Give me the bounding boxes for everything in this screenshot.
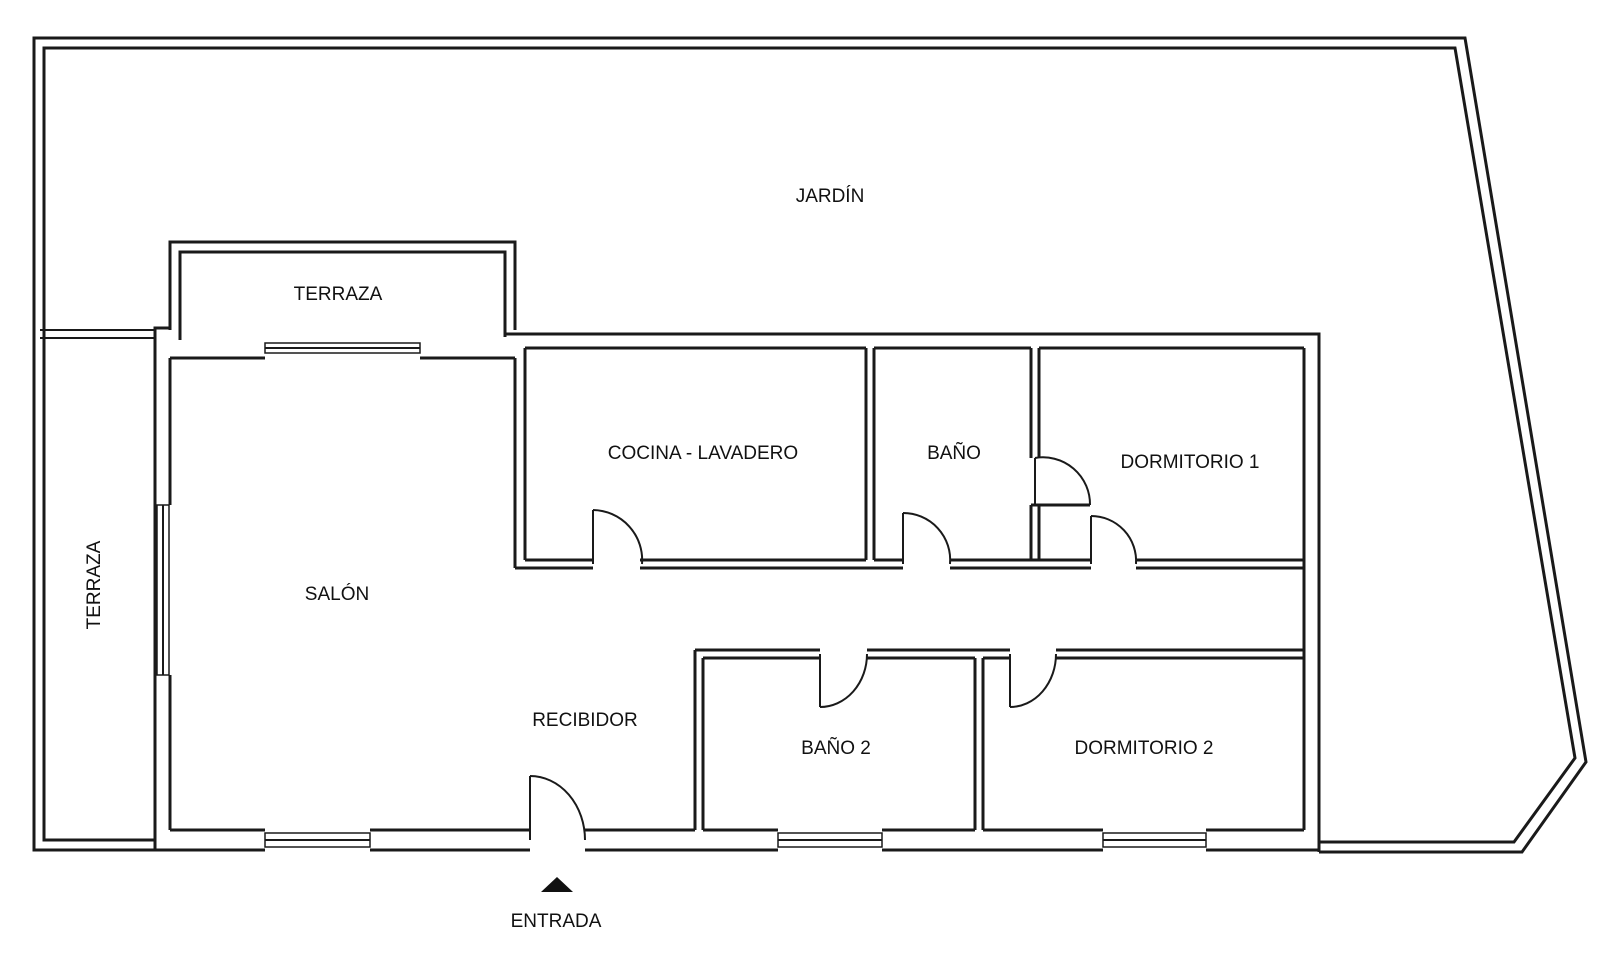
window-bottom-salon — [264, 832, 371, 848]
window-top-salon — [264, 342, 421, 354]
door-cocina — [592, 509, 644, 565]
label-jardin: JARDÍN — [796, 186, 865, 207]
terrace-top — [168, 240, 517, 340]
label-bano-2: BAÑO 2 — [801, 737, 871, 759]
door-entrada — [529, 775, 586, 841]
doors — [529, 456, 1138, 841]
garden-boundary — [32, 36, 1588, 854]
label-dormitorio-1: DORMITORIO 1 — [1121, 452, 1260, 473]
interior-walls — [513, 346, 1304, 830]
label-bano: BAÑO — [927, 442, 981, 464]
label-terraza-top: TERRAZA — [294, 284, 383, 305]
label-entrada: ENTRADA — [511, 911, 602, 932]
house-exterior-walls — [153, 326, 1321, 852]
door-dormitorio-2 — [1009, 653, 1057, 708]
window-bottom-bano-2 — [777, 832, 883, 848]
windows — [156, 342, 1207, 848]
triangle-up-icon — [541, 877, 573, 892]
door-bano-dormitorio-1 — [1034, 456, 1092, 506]
room-labels: JARDÍN TERRAZA TERRAZA COCINA - LAVADERO… — [84, 186, 1260, 932]
terrace-left — [40, 329, 155, 339]
door-bano — [902, 511, 952, 565]
door-dormitorio-1 — [1090, 514, 1138, 565]
window-bottom-dormitorio-2 — [1102, 832, 1207, 848]
label-recibidor: RECIBIDOR — [532, 710, 638, 731]
window-left-salon — [156, 504, 170, 676]
label-dormitorio-2: DORMITORIO 2 — [1075, 738, 1214, 759]
label-cocina: COCINA - LAVADERO — [608, 443, 798, 464]
label-terraza-left: TERRAZA — [84, 540, 105, 629]
label-salon: SALÓN — [305, 583, 369, 605]
entrance-marker — [541, 877, 573, 892]
door-bano-2 — [819, 653, 868, 708]
